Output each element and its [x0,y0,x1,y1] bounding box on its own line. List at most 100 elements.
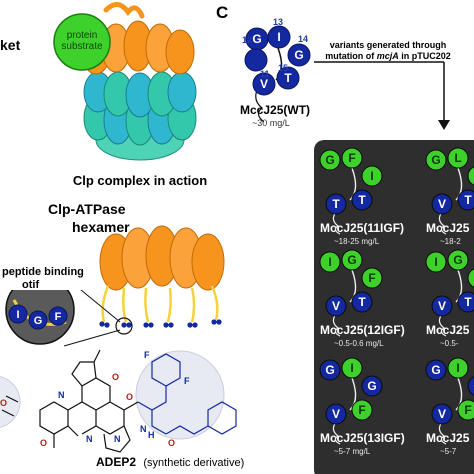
wt-position-15: 15 [278,63,288,73]
variant-residue: T [464,193,472,207]
variant-residue: V [438,407,446,421]
wt-residue-1: G [252,32,261,46]
atom-n-4: N [140,424,147,434]
substrate-label-line2: substrate [61,41,103,52]
variant-loop [349,269,357,303]
variant-tail [438,421,447,445]
variant-loop [455,167,463,201]
atom-o-2: O [40,438,47,448]
variant-residue-bead [319,359,341,381]
adep2-note: (synthetic derivative) [143,457,244,469]
variant-residue-bead [431,403,453,425]
hexamer-title-line1: Clp-ATPase [48,201,126,217]
variant-residue: G [325,153,334,167]
variant-loop [349,167,357,201]
panel-c: C 12 13 14 11 15 G I G V T MccJ25(WT) ~3… [216,3,474,474]
variant-residue: G [431,363,440,377]
variant-residue-bead [361,267,383,289]
variant-residue: F [368,271,375,285]
mutation-arrow [314,61,450,130]
arrow-note-line1: variants generated through [330,40,447,50]
variant-name: MccJ25(12IGF) [320,323,405,337]
variant-name: MccJ25 [426,221,470,235]
motif-residue-1: I [16,309,19,321]
pocket-label: ket [0,37,21,53]
variant-yield: ~5-7 mg/L [334,447,371,456]
adep2-side-chain-bonds [137,353,237,435]
variant-name: MccJ25 [426,431,470,445]
variant-residue: F [464,403,471,417]
variant-residue-bead [425,359,447,381]
panel-b: Clp-ATPase hexamer [0,201,244,469]
variant-card: GLIVTMccJ25~18-2 [425,147,474,246]
wt-position-12: 12 [242,35,252,45]
atom-o-5: O [168,438,175,448]
variant-residue-bead [457,399,474,421]
motif-label-line1: peptide binding [2,266,84,278]
variant-residue: G [431,153,440,167]
clp-caption: Clp complex in action [73,173,207,188]
variant-residue-bead [467,268,474,288]
variant-residue: T [332,197,340,211]
igf-loop-beads [99,319,222,328]
variant-name: MccJ25(13IGF) [320,431,405,445]
variant-residue: I [350,361,353,375]
variant-residue: T [358,295,366,309]
variant-residue: T [464,295,472,309]
variant-residue: G [367,379,376,393]
variant-residue: F [348,151,355,165]
atom-f-2: F [184,376,190,386]
variant-residue-bead [325,295,347,317]
variant-yield: ~0.5- [440,339,459,348]
variant-residue-bead [319,149,341,171]
motif-residue-3: F [55,311,62,323]
variant-residue-bead [431,295,453,317]
arrow-note-line2: mutation of mcjA in pTUC202 [325,51,451,61]
variant-yield: ~18-25 mg/L [334,237,380,246]
variant-residue-bead [361,165,383,187]
variant-residue: I [328,255,331,269]
variant-residue: V [332,407,340,421]
adep2-core-bonds [1,349,139,453]
atom-f-1: F [144,350,150,360]
variant-residue: V [438,299,446,313]
variant-yield: ~5-7 [440,447,457,456]
arrow-note-gene: mcjA [377,51,399,61]
variant-tail [438,313,447,337]
wt-position-13: 13 [273,17,283,27]
variant-tail [332,421,341,445]
variant-tail [332,211,341,235]
variant-residue-bead [457,189,474,211]
variant-loop [455,377,463,411]
variant-residue-bead [467,376,474,396]
variant-residue-bead [447,147,469,169]
variant-residue-bead [351,189,373,211]
wt-position-11: 11 [260,69,270,79]
variant-residue-bead [341,249,363,271]
variant-residue-bead [351,291,373,313]
variant-residue-bead [467,166,474,186]
adep2-name: ADEP2 [96,455,136,469]
atom-n-3: N [114,434,121,444]
variant-tail [438,211,447,235]
arrow-note-pre: mutation of [325,51,377,61]
variant-residue: G [347,253,356,267]
variant-residue-bead [325,193,347,215]
atom-n-1: N [58,390,65,400]
adep2-structure: O N N N N O O O O H F F [0,349,237,453]
substrate-label-line1: protein [67,30,98,41]
variant-residue-bead [319,251,341,273]
motif-residue-2: G [34,315,43,327]
arrow-note-post: in pTUC202 [399,51,451,61]
variant-residue: V [332,299,340,313]
variant-residue-bead [447,249,469,271]
igf-loops [101,285,219,323]
clpp-barrel [83,71,197,161]
variant-residue-bead [447,357,469,379]
wt-residue-4: V [260,77,268,91]
